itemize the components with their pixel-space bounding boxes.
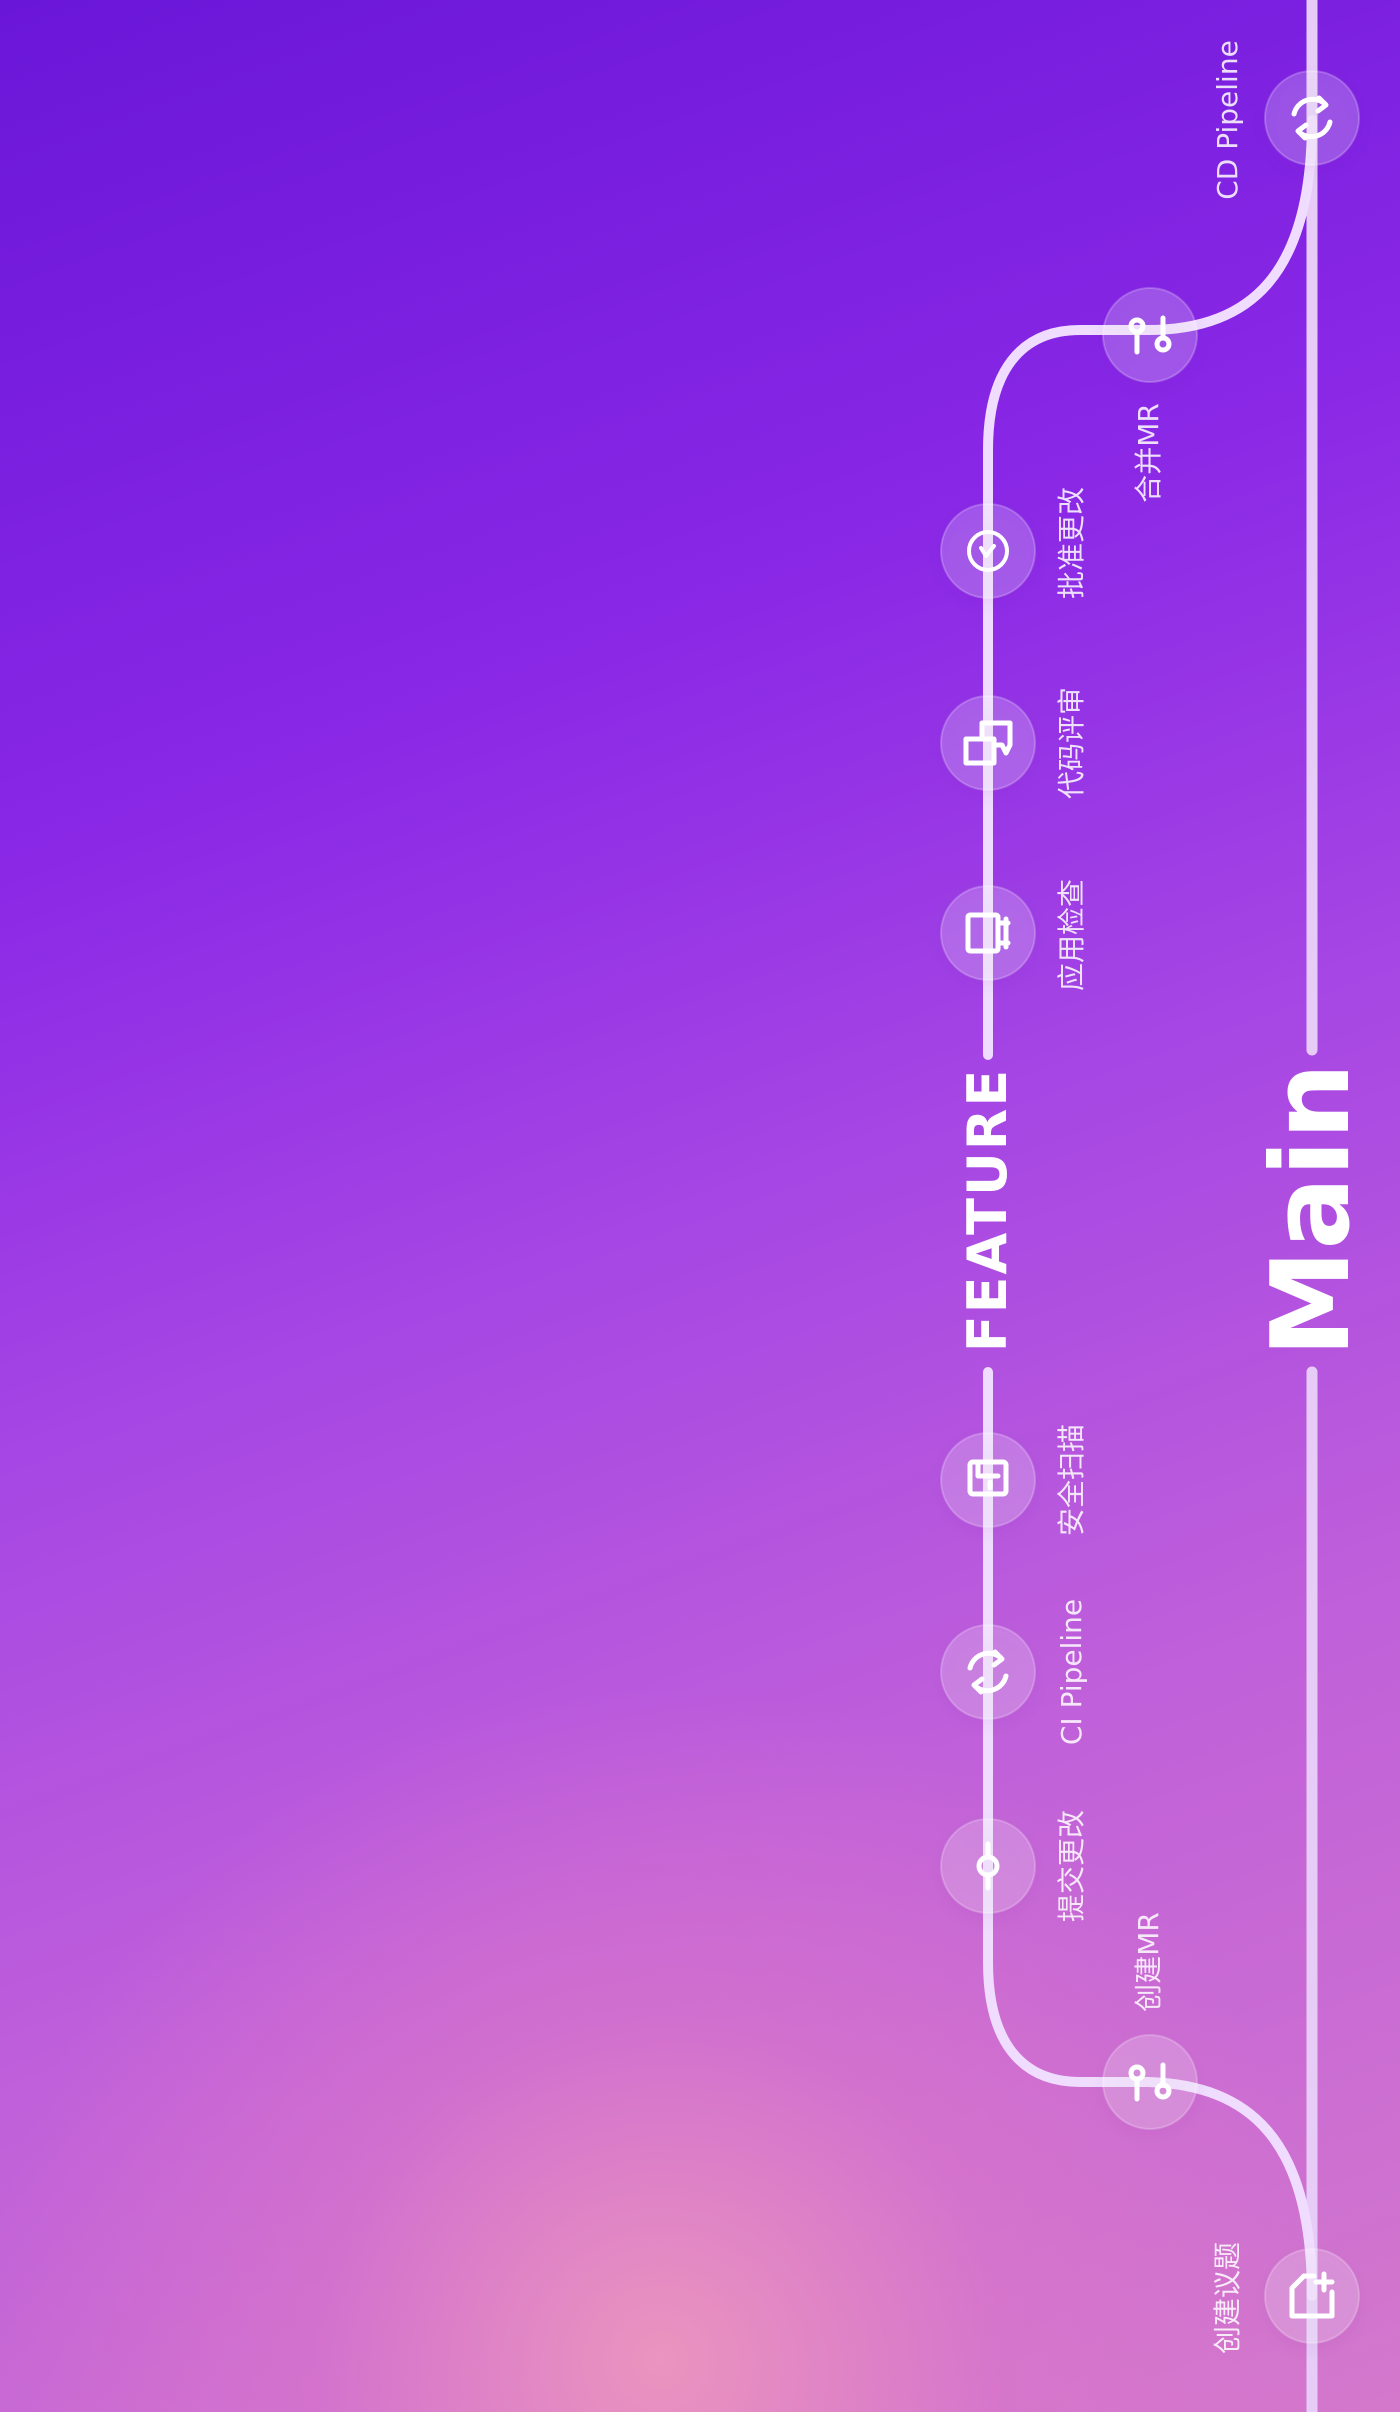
step-label-cd-pipeline: CD Pipeline: [1211, 40, 1244, 200]
step-label-ci-pipeline: CI Pipeline: [1055, 1599, 1088, 1745]
step-security-scan[interactable]: [940, 1432, 1036, 1528]
step-label-approve: 批准更改: [1055, 487, 1088, 599]
step-label-code-review: 代码评审: [1055, 687, 1088, 799]
step-label-merge-mr: 合并MR: [1132, 403, 1165, 503]
lock-icon: [967, 1459, 1009, 1497]
step-label-create-mr: 创建MR: [1132, 1912, 1165, 2012]
commit-icon: [976, 1841, 1000, 1891]
step-approve[interactable]: [940, 503, 1036, 599]
step-ci-pipeline[interactable]: [940, 1624, 1036, 1720]
step-label-create-issue: 创建议题: [1211, 2242, 1244, 2354]
step-label-security-scan: 安全扫描: [1055, 1424, 1088, 1536]
feature-merge-connector: [983, 115, 1317, 1060]
feature-branch-out-connector: [983, 1367, 1317, 2301]
step-commit[interactable]: [940, 1818, 1036, 1914]
merge-request-icon: [1128, 2062, 1172, 2102]
step-label-commit: 提交更改: [1055, 1810, 1088, 1922]
new-document-icon: [1289, 2271, 1335, 2319]
step-code-review[interactable]: [940, 695, 1036, 791]
merge-request-icon: [1128, 315, 1172, 355]
step-app-check[interactable]: [940, 885, 1036, 981]
feature-branch-label: FEATURE: [956, 1068, 1019, 1353]
step-create-issue[interactable]: [1264, 2248, 1360, 2344]
step-merge-mr[interactable]: [1102, 287, 1198, 383]
step-cd-pipeline[interactable]: [1264, 70, 1360, 166]
check-circle-icon: [967, 530, 1009, 572]
chat-bubbles-icon: [963, 720, 1013, 766]
main-branch-label: Main: [1249, 1063, 1374, 1357]
monitor-icon: [965, 912, 1011, 954]
step-label-app-check: 应用检查: [1055, 879, 1088, 991]
step-create-mr[interactable]: [1102, 2034, 1198, 2130]
